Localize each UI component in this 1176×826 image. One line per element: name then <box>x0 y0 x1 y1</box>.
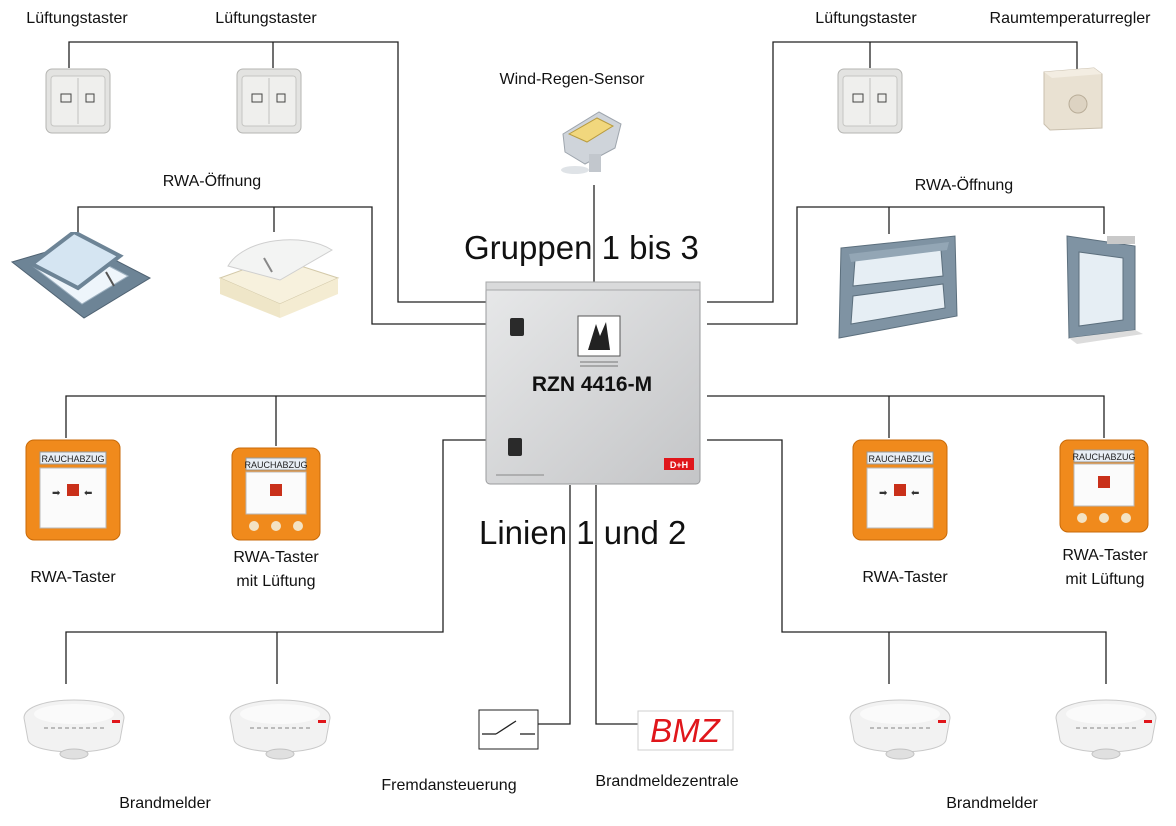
smoke-detector-icon <box>1055 699 1157 760</box>
bmz-box: BMZ <box>637 710 734 751</box>
rwa-vent-button-left: RAUCHABZUG <box>231 447 321 541</box>
fire-detector-left-2 <box>229 699 331 760</box>
call-point-icon: RAUCHABZUG ➡ ⬅ <box>852 439 948 541</box>
thermostat-icon <box>1043 67 1103 131</box>
switch-icon <box>837 68 903 134</box>
rwa-opening-label-left: RWA-Öffnung <box>162 173 262 190</box>
awning-window <box>838 235 958 339</box>
bmz-text: BMZ <box>650 712 722 749</box>
vent-button-label-2: Lüftungstaster <box>215 10 317 27</box>
smoke-detector-icon <box>23 699 125 760</box>
rwa-vent-button-label-left-2: mit Lüftung <box>236 573 316 590</box>
svg-text:➡: ➡ <box>52 488 61 499</box>
fire-panel-label: Brandmeldezentrale <box>595 773 739 790</box>
fire-detector-left-1 <box>23 699 125 760</box>
dh-flame-logo-icon <box>577 315 621 367</box>
wind-rain-sensor-label: Wind-Regen-Sensor <box>499 71 645 88</box>
fire-detector-label-left: Brandmelder <box>119 795 211 812</box>
tilt-window <box>1066 235 1143 344</box>
groups-label: Gruppen 1 bis 3 <box>464 229 699 266</box>
rauchabzug-text: RAUCHABZUG <box>41 454 104 464</box>
smoke-detector-icon <box>849 699 951 760</box>
rwa-vent-button-right: RAUCHABZUG <box>1059 439 1149 533</box>
rwa-button-label-left: RWA-Taster <box>30 569 116 586</box>
lines-label: Linien 1 und 2 <box>479 514 687 551</box>
weather-sensor-icon <box>561 111 622 174</box>
control-panel: RZN 4416-M D+H <box>485 281 701 485</box>
vent-button-2 <box>236 68 302 134</box>
panel-model-text: RZN 4416-M <box>532 373 652 396</box>
contact-switch-icon <box>478 709 539 750</box>
vent-button-label-3: Lüftungstaster <box>815 10 917 27</box>
wind-rain-sensor <box>561 111 622 174</box>
skylight-dome <box>218 239 340 318</box>
svg-text:⬅: ⬅ <box>84 488 92 499</box>
rauchabzug-text: RAUCHABZUG <box>1072 452 1135 462</box>
rwa-opening-label-right: RWA-Öffnung <box>914 177 1014 194</box>
call-point-icon: RAUCHABZUG ➡ ⬅ <box>25 439 121 541</box>
fire-detector-right-1 <box>849 699 951 760</box>
roof-window-icon <box>10 232 152 319</box>
rauchabzug-text: RAUCHABZUG <box>868 454 931 464</box>
call-point-icon: RAUCHABZUG <box>231 447 321 541</box>
svg-text:➡: ➡ <box>879 488 888 499</box>
room-thermostat <box>1043 67 1103 131</box>
rwa-vent-button-label-right-1: RWA-Taster <box>1062 547 1148 564</box>
external-control-switch <box>478 709 539 750</box>
roof-window <box>10 232 152 319</box>
fire-detector-right-2 <box>1055 699 1157 760</box>
rwa-vent-button-label-right-2: mit Lüftung <box>1065 571 1145 588</box>
switch-icon <box>236 68 302 134</box>
rwa-button-label-right: RWA-Taster <box>862 569 948 586</box>
dh-logo-text: D+H <box>670 460 688 470</box>
vent-button-1 <box>45 68 111 134</box>
fire-detector-label-right: Brandmelder <box>946 795 1038 812</box>
external-control-label: Fremdansteuerung <box>381 777 517 794</box>
rauchabzug-text: RAUCHABZUG <box>244 460 307 470</box>
window-icon <box>1066 235 1143 344</box>
call-point-icon: RAUCHABZUG <box>1059 439 1149 533</box>
vent-button-3 <box>837 68 903 134</box>
vent-button-label-1: Lüftungstaster <box>26 10 128 27</box>
rwa-vent-button-label-left-1: RWA-Taster <box>233 549 319 566</box>
rwa-button-left: RAUCHABZUG ➡ ⬅ <box>25 439 121 541</box>
rwa-button-right: RAUCHABZUG ➡ ⬅ <box>852 439 948 541</box>
switch-icon <box>45 68 111 134</box>
window-icon <box>838 235 958 339</box>
svg-text:⬅: ⬅ <box>911 488 919 499</box>
room-temperature-label: Raumtemperaturregler <box>989 10 1151 27</box>
smoke-detector-icon <box>229 699 331 760</box>
skylight-dome-icon <box>218 239 340 318</box>
